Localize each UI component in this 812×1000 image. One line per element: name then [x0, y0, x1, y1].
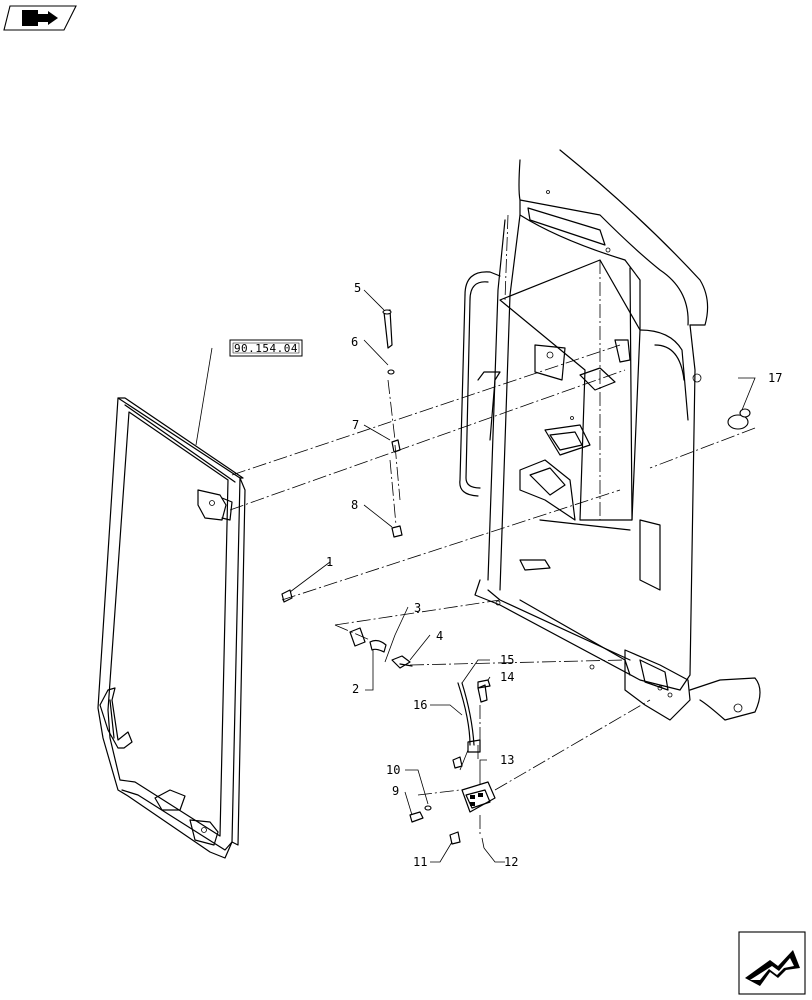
- callout-13: 13: [500, 753, 514, 767]
- callout-4: 4: [436, 629, 443, 643]
- callout-1: 1: [326, 555, 333, 569]
- washer-part-10: [424, 805, 432, 811]
- callout-numbers: 5 6 7 8 1 17 3 4 2 15 14 16 13 10 9 11 1…: [326, 281, 782, 869]
- callout-10: 10: [386, 763, 400, 777]
- callout-17: 17: [768, 371, 782, 385]
- callout-5: 5: [354, 281, 361, 295]
- callout-15: 15: [500, 653, 514, 667]
- callout-7: 7: [352, 418, 359, 432]
- bracket-small: [452, 756, 463, 769]
- previous-page-arrow-icon[interactable]: [3, 5, 77, 31]
- grommet-part-17: [727, 408, 751, 430]
- bolt-part-3: [391, 655, 411, 669]
- next-page-arrow-icon[interactable]: [738, 931, 806, 995]
- callout-8: 8: [351, 498, 358, 512]
- cab-frame: [459, 149, 761, 721]
- reference-box-label: 90.154.04: [234, 342, 298, 355]
- callout-leaders: [195, 289, 756, 863]
- bolt-part-9: [409, 811, 424, 823]
- callout-11: 11: [413, 855, 427, 869]
- callout-6: 6: [351, 335, 358, 349]
- callout-3: 3: [414, 601, 421, 615]
- screw-part-14: [477, 684, 488, 703]
- callout-14: 14: [500, 670, 514, 684]
- screw-part-1: [281, 589, 293, 603]
- bushing-part-8: [391, 525, 403, 538]
- assembly-lines: [229, 344, 756, 835]
- callout-9: 9: [392, 784, 399, 798]
- latch-assembly-part-13: [461, 781, 496, 813]
- callout-16: 16: [413, 698, 427, 712]
- pin-part-5: [383, 309, 393, 349]
- callout-12: 12: [504, 855, 518, 869]
- callout-2: 2: [352, 682, 359, 696]
- cable-part-16: [457, 682, 471, 746]
- clip-part-7: [391, 439, 401, 453]
- latch-part-2: [349, 627, 366, 647]
- washer-part-6: [387, 369, 395, 375]
- reference-box: 90.154.04: [229, 339, 303, 357]
- pin-part-12: [481, 837, 485, 849]
- parts: [281, 309, 751, 849]
- clip-part-11: [449, 831, 461, 845]
- cab-door: [97, 397, 246, 859]
